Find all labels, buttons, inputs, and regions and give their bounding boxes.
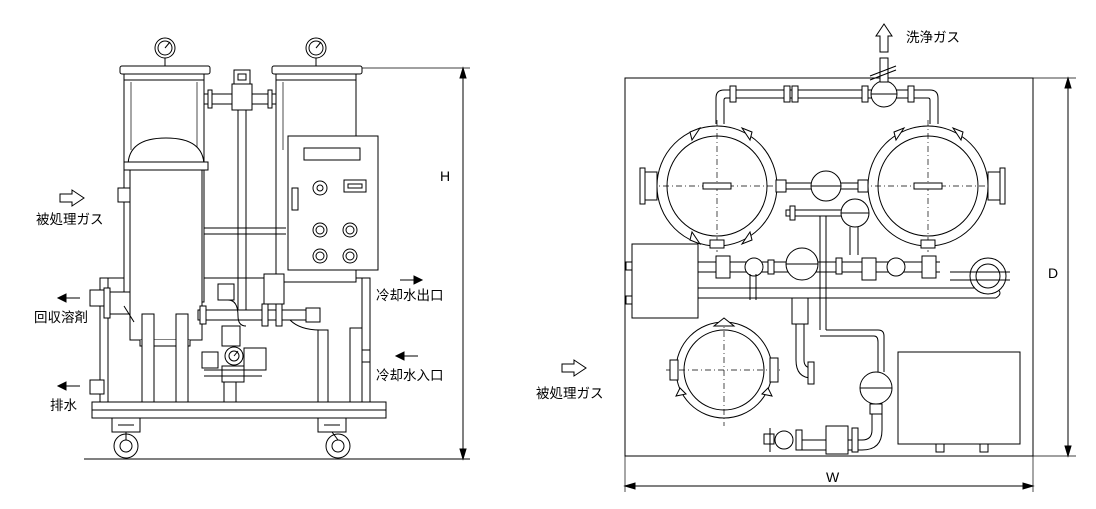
dimension-d-label: D	[1048, 265, 1058, 281]
pump-cluster	[197, 273, 321, 403]
button-icon	[312, 222, 328, 238]
vessel-top-right	[862, 120, 1006, 252]
middle-piping	[775, 170, 870, 330]
cooling-water-outlet-arrow	[400, 275, 424, 285]
inlet-gas-arrow-plan	[561, 359, 587, 377]
cleaned-gas-arrow	[875, 23, 893, 53]
tank-bottom-right	[897, 351, 1021, 445]
cooling-water-inlet-arrow	[394, 351, 418, 361]
caster-right	[317, 418, 351, 459]
dimension-w: W	[623, 456, 1035, 492]
dimension-w-label: W	[826, 469, 840, 485]
display-window	[303, 147, 361, 161]
bottom-valve	[763, 371, 893, 455]
label-cleaned-gas: 洗浄ガス	[906, 30, 960, 46]
dimension-h: H	[355, 66, 470, 461]
label-cooling-water-outlet: 冷却水出口	[376, 288, 444, 304]
label-cooling-water-inlet: 冷却水入口	[376, 368, 444, 384]
drain-arrow	[56, 381, 80, 391]
front-vessel	[103, 137, 209, 347]
vertical-piping	[791, 297, 885, 385]
label-inlet-gas-plan: 被処理ガス	[536, 386, 604, 402]
label-recovered-solvent: 回収溶剤	[34, 310, 88, 326]
recovered-solvent-arrow	[56, 293, 80, 303]
side-view: H	[34, 37, 470, 461]
left-box	[631, 243, 699, 319]
vessel-bottom-left	[666, 317, 782, 426]
valve-row	[683, 247, 940, 300]
control-panel	[287, 135, 379, 271]
label-inlet-gas: 被処理ガス	[36, 212, 104, 228]
dimension-d: D	[1033, 76, 1076, 458]
top-pipe	[203, 69, 277, 310]
button-icon	[342, 248, 358, 264]
label-drain: 排水	[50, 398, 77, 414]
caster-left	[111, 418, 141, 459]
dimension-h-label: H	[440, 168, 450, 184]
top-header-pipe	[715, 57, 939, 124]
button-icon	[342, 222, 358, 238]
inlet-gas-arrow-left	[59, 189, 85, 207]
button-icon	[312, 248, 328, 264]
plan-view: D W 洗浄ガス	[536, 23, 1076, 492]
